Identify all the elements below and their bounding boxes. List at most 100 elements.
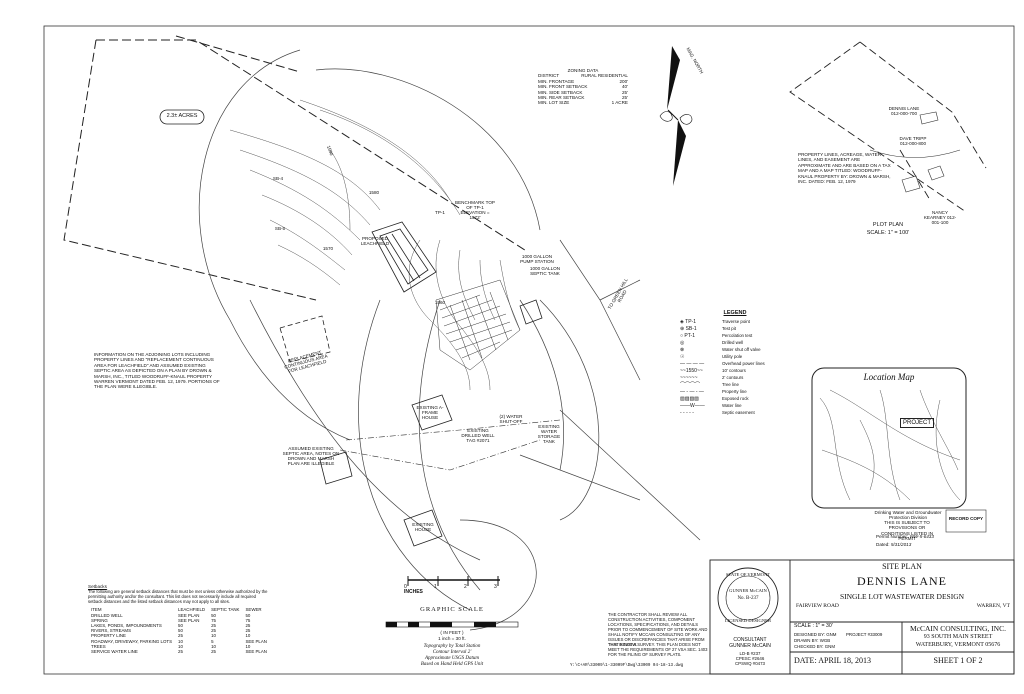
proposed-leachfield-label: PROPOSED LEACHFIELD <box>360 236 390 246</box>
legend-symbol: ☉ <box>680 353 685 360</box>
inches-tick-label: 2 <box>464 584 467 590</box>
setbacks-cell: 10 <box>245 643 251 649</box>
setbacks-cell: 25 <box>178 649 183 655</box>
consultant-name: GUNNER McCAIN <box>729 643 771 649</box>
setbacks-cell: RIVERS, STREAMS <box>91 628 132 634</box>
setbacks-cell: 25 <box>245 623 251 629</box>
consultant-license-line: CPSWQ #0473 <box>734 661 766 666</box>
septic-existing-label: ASSUMED EXISTING SEPTIC AREA, NOTES ON D… <box>282 446 340 466</box>
setbacks-cell: 10 <box>211 633 216 639</box>
pump-station-label: 1000 GALLON PUMP STATION <box>520 254 554 264</box>
setbacks-intro: The following are general setback distan… <box>88 589 268 605</box>
inches-tick-label: 1 <box>434 584 437 590</box>
graphic-scale-inch: 1 inch = 30 ft. <box>438 636 466 641</box>
legend-item: ◎Drilled well <box>680 339 790 346</box>
firm-address-1: 93 SOUTH MAIN STREET <box>923 634 993 640</box>
legend-item: ~~1550~~10' contours <box>680 367 790 374</box>
setbacks-header-cell: LEACHFIELD <box>178 607 206 613</box>
setbacks-cell: 50 <box>245 612 251 618</box>
setbacks-cell: 10 <box>245 633 251 639</box>
legend-symbol: — — — — <box>680 360 705 367</box>
permit-stamp: RECORD COPY <box>948 516 984 521</box>
seal-number: No. B-237 <box>737 596 759 601</box>
setbacks-cell: SEE PLAN <box>245 649 267 655</box>
gps-note: Based on Hand Held GPS Unit <box>420 662 484 667</box>
zoning-key: MIN. REAR SETBACK <box>538 95 585 101</box>
title-road: FAIRVIEW ROAD <box>796 603 839 609</box>
title-drawn-by: DRAWN BY: WGB <box>794 638 831 643</box>
setbacks-cell: 25 <box>245 628 251 634</box>
legend-item: ☉ Utility pole <box>680 353 790 360</box>
legend-label: Property line <box>722 389 747 395</box>
legend-symbol: ▨▨▨▨ <box>680 395 699 402</box>
setbacks-header-cell: SEWER <box>245 607 262 613</box>
plot-plan-owner-2: DAVE TRIPP 012-000-800 <box>899 136 927 146</box>
seal-name: GUNNER McCAIN <box>729 588 767 593</box>
graphic-scale-feet: ( IN FEET ) <box>440 630 464 635</box>
legend-symbol: ⌒⌒⌒⌒ <box>680 382 701 389</box>
consultant-license-line: LD-B #237 <box>739 651 761 656</box>
inches-scale-bar <box>407 576 500 586</box>
benchmark-label: BENCHMARK TOP OF TP-1 ELEVATION = 1572' <box>455 200 495 220</box>
title-checked-by: CHECKED BY: GNM <box>794 644 835 649</box>
setbacks-cell: 50 <box>211 612 216 618</box>
plot-plan-note: PROPERTY LINES, ACREAGE, WATER LINES, AN… <box>798 152 891 185</box>
legend-label: Test pit <box>722 326 736 332</box>
legend-symbol: ◈ TP-1 <box>680 318 696 325</box>
zoning-key: MIN. SIDE SETBACK <box>538 89 583 95</box>
setbacks-cell: DRILLED WELL <box>91 612 123 618</box>
legend-label: Utility pole <box>722 354 743 360</box>
contractor-note: THE CONTRACTOR SHALL REVIEW ALL CONSTRUC… <box>608 612 708 647</box>
inches-label: INCHES <box>404 589 423 595</box>
zoning-value: RURAL RESIDENTIAL <box>581 73 628 79</box>
title-town: WARREN, VT <box>976 603 1010 609</box>
permit-number-label: Permit Number: <box>876 534 909 539</box>
legend-symbol: - - - - - <box>680 409 694 416</box>
setbacks-cell: 50 <box>178 623 183 629</box>
seal-bottom: LICENSED DESIGNER <box>724 618 772 623</box>
location-map-title: Location Map <box>863 372 915 382</box>
north-arrow <box>659 46 693 186</box>
permit-dated-label: Dated: <box>876 542 890 547</box>
contour-1570: 1570 <box>322 246 334 251</box>
plot-plan-owner-1: DENNIS LANE 012-000-700 <box>888 106 920 116</box>
file-path: Y:\C+AR\33009\1-33009F\Dwg\33009 04-18-1… <box>570 664 684 668</box>
existing-house2-label: EXISTING HOUSE <box>412 522 434 532</box>
legend-item: — - — - —Property line <box>680 388 790 395</box>
contour-interval-note: Contour Interval 2' <box>432 650 472 655</box>
setbacks-cell: SPRING <box>91 617 108 623</box>
permit-division: Drinking Water and Groundwater Protectio… <box>874 510 942 521</box>
legend-item: ▨▨▨▨Exposed rock <box>680 395 790 402</box>
zoning-value: 1 ACRE <box>611 100 628 106</box>
plot-plan-owner-3: NANCY KEARNEY 012-001-100 <box>923 210 957 225</box>
existing-well-label: EXISTING DRILLED WELL TAG #2071 <box>461 428 495 443</box>
contour-1580: 1580 <box>368 190 380 195</box>
existing-house-label: EXISTING A-FRAME HOUSE <box>416 405 444 420</box>
plot-plan-title: PLOT PLAN <box>872 222 904 228</box>
setbacks-cell: 75 <box>211 617 216 623</box>
setbacks-cell: 25 <box>211 628 216 634</box>
setbacks-cell: 10 <box>178 638 183 644</box>
legend-label: Overhead power lines <box>722 361 765 367</box>
graphic-scale-bar <box>385 621 519 628</box>
datum-note: Approximate USGS Datum <box>425 656 479 661</box>
setbacks-cell: TREES <box>91 643 106 649</box>
setbacks-cell: 75 <box>245 617 251 623</box>
water-storage-label: EXISTING WATER STORAGE TANK <box>537 424 561 444</box>
